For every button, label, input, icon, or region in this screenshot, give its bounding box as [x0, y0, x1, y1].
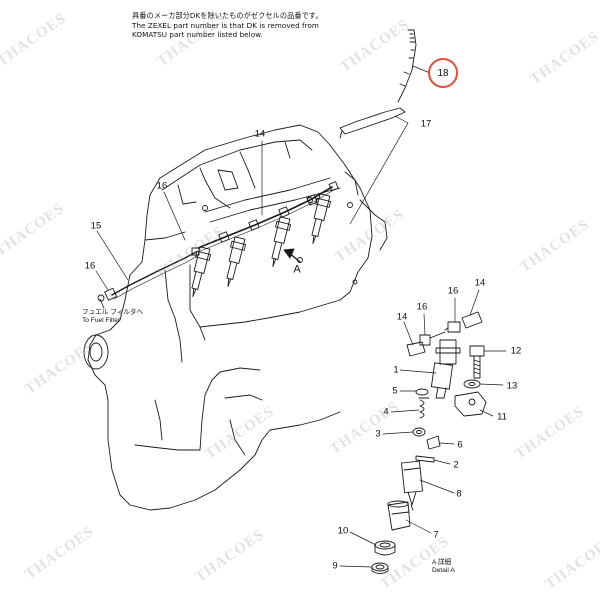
highlight-callout-18[interactable]: 18: [428, 58, 458, 88]
label-part-1[interactable]: 1: [393, 364, 399, 376]
label-part-16-detail-left[interactable]: 16: [416, 301, 428, 313]
callout-label-18: 18: [437, 67, 449, 79]
view-marker-a: A: [293, 263, 301, 276]
detail-a-en: Detail A: [432, 567, 455, 574]
label-part-16-detail-right[interactable]: 16: [447, 285, 459, 297]
note-line-jp: 具番のメーカ部分DKを除いたものがゼクセルの品番です。: [132, 11, 323, 20]
fuel-rail-pipe: [197, 181, 339, 253]
label-part-17[interactable]: 17: [420, 118, 432, 130]
view-arrow-a: [283, 248, 301, 263]
label-part-11[interactable]: 11: [497, 411, 507, 423]
label-part-16-low[interactable]: 16: [84, 260, 96, 272]
engine-injectors: [191, 193, 332, 297]
label-part-6[interactable]: 6: [457, 439, 463, 451]
part-number-note: 具番のメーカ部分DKを除いたものがゼクセルの品番です。 The ZEXEL pa…: [132, 11, 323, 40]
label-part-13[interactable]: 13: [506, 380, 518, 392]
engine-block: [83, 124, 388, 511]
label-part-15[interactable]: 15: [90, 220, 102, 232]
to-fuel-filter-en: To Fuel Filter: [82, 317, 121, 324]
label-part-7[interactable]: 7: [433, 529, 439, 541]
sensor-18: [397, 29, 417, 103]
label-part-2[interactable]: 2: [453, 459, 459, 471]
label-part-5[interactable]: 5: [392, 385, 398, 397]
note-line-en-1: The ZEXEL part number is that DK is remo…: [132, 20, 319, 30]
label-part-4[interactable]: 4: [383, 406, 389, 418]
to-fuel-filter-label: フュエル フィルタへ To Fuel Filter: [82, 309, 143, 325]
label-part-14-detail-right[interactable]: 14: [474, 277, 486, 289]
label-part-14-detail-left[interactable]: 14: [396, 311, 408, 323]
label-part-10[interactable]: 10: [337, 525, 349, 537]
detail-a-jp: A 詳細: [432, 559, 452, 566]
leader-lines: [95, 65, 507, 568]
label-part-16-left[interactable]: 16: [156, 180, 168, 192]
label-part-9[interactable]: 9: [332, 560, 338, 572]
label-part-14-main[interactable]: 14: [254, 128, 266, 140]
bracket-17: [339, 107, 406, 139]
detail-a-assembly: [371, 311, 487, 574]
detail-a-label: A 詳細 Detail A: [432, 559, 455, 575]
to-fuel-filter-jp: フュエル フィルタへ: [82, 309, 144, 316]
label-part-3[interactable]: 3: [375, 428, 381, 440]
note-line-en-2: KOMATSU part number listed below.: [132, 30, 263, 40]
to-fuel-filter-arrow: [99, 298, 105, 309]
label-part-8[interactable]: 8: [456, 488, 462, 500]
label-part-12[interactable]: 12: [510, 345, 522, 357]
